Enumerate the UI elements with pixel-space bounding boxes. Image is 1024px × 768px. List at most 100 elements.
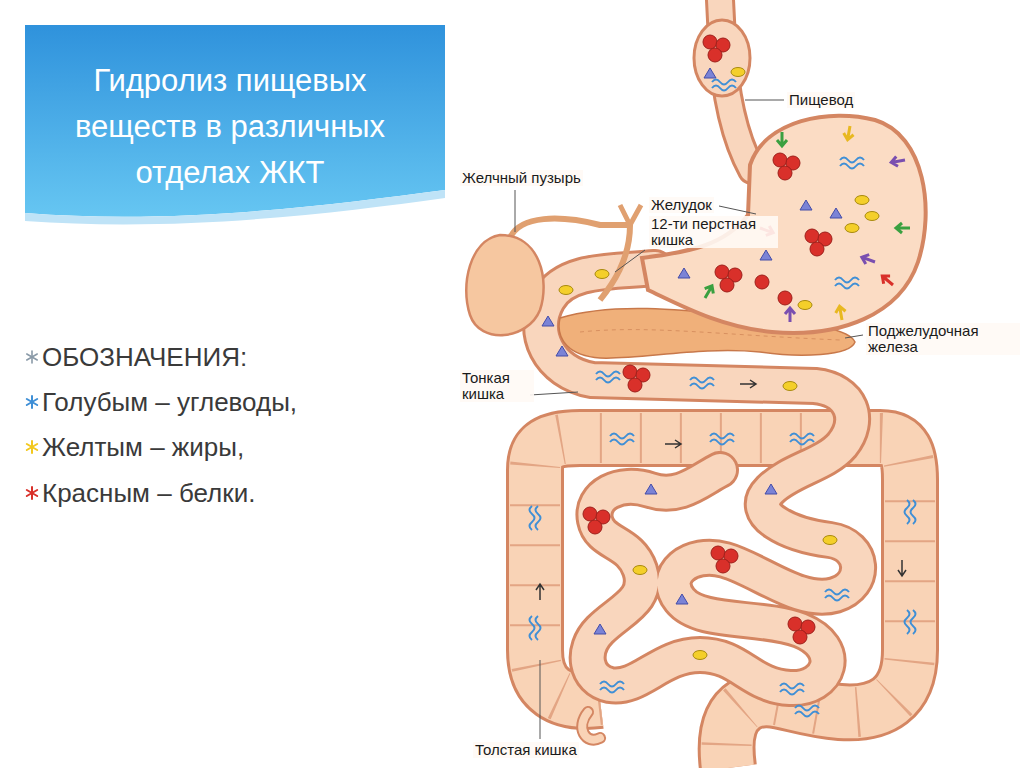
bullet-star-part	[27, 354, 37, 360]
nutrient-particles-part	[600, 682, 624, 693]
large-intestine-part	[582, 712, 600, 740]
nutrient-particles-part	[795, 706, 819, 717]
nutrient-particles-part	[830, 208, 842, 218]
nutrient-particles-part	[678, 268, 690, 278]
esophagus-part	[694, 20, 750, 96]
nutrient-particles-part	[840, 158, 864, 169]
nutrient-particles-part	[665, 440, 681, 448]
leader-lines-part	[530, 392, 578, 395]
esophagus	[694, 0, 752, 170]
nutrient-particles-part	[542, 316, 554, 326]
nutrient-particles	[530, 35, 916, 717]
leader-lines-part	[719, 206, 756, 214]
nutrient-particles-part	[704, 68, 716, 78]
nutrient-particles-part	[703, 35, 730, 62]
nutrient-particles-part	[556, 346, 568, 356]
bullet-ray	[27, 444, 37, 450]
nutrient-particles-part	[559, 286, 573, 295]
organ-label: Тонкая кишка	[460, 370, 534, 402]
stomach	[642, 116, 926, 333]
bullet-star	[27, 351, 37, 363]
nutrient-particles-part	[788, 617, 815, 644]
nutrient-particles-part	[905, 610, 916, 634]
nutrient-particles-part	[633, 566, 647, 575]
nutrient-particles-part	[898, 560, 906, 576]
bullet-ray	[27, 399, 37, 405]
nutrient-particles-part	[835, 305, 847, 321]
gallbladder-part	[600, 225, 630, 300]
nutrient-particles-part	[780, 684, 804, 695]
nutrient-particles-part	[896, 223, 910, 233]
organ-label: Пищевод	[787, 92, 855, 108]
legend-text: Желтым – жиры,	[42, 431, 244, 463]
nutrient-particles-part	[711, 546, 738, 573]
nutrient-particles-part	[845, 224, 859, 233]
leader-lines-part	[515, 190, 516, 232]
nutrient-particles-part	[785, 308, 795, 322]
legend-bullet	[25, 440, 39, 454]
nutrient-particles-part	[773, 153, 800, 180]
nutrient-particles-part	[783, 382, 797, 391]
nutrient-particles-part	[860, 253, 877, 267]
nutrient-particles-part	[778, 291, 792, 305]
nutrient-particles-part	[879, 272, 896, 289]
legend-bullet	[25, 486, 39, 500]
leader-lines-part	[615, 250, 645, 272]
bullet-ray	[27, 490, 37, 496]
organ-label: Желчный пузырь	[460, 170, 583, 186]
legend-heading: ОБОЗНАЧЕНИЯ:	[42, 341, 247, 373]
nutrient-particles-part	[843, 125, 855, 141]
nutrient-particles-part	[777, 132, 787, 146]
nutrient-particles-part	[610, 434, 634, 445]
legend-text: Голубым – углеводы,	[42, 386, 297, 418]
leader-lines-part	[745, 100, 784, 101]
nutrient-particles-part	[855, 196, 869, 205]
nutrient-particles-part	[712, 80, 736, 91]
gallbladder	[466, 205, 641, 335]
organ-label: Желудок	[649, 197, 714, 213]
leader-lines-part	[540, 660, 541, 739]
nutrient-particles-part	[715, 265, 742, 292]
stomach-part	[642, 116, 926, 333]
nutrient-particles-part	[623, 365, 650, 392]
nutrient-particles-part	[905, 500, 916, 524]
organ-label: Толстая кишка	[473, 742, 579, 758]
nutrient-particles-part	[825, 590, 849, 601]
nutrient-particles-part	[835, 278, 859, 289]
nutrient-particles-part	[865, 212, 879, 221]
nutrient-particles-part	[798, 301, 812, 310]
nutrient-particles-part	[536, 584, 544, 600]
bullet-ray	[27, 444, 37, 450]
slide-title: Гидролиз пищевых веществ в различных отд…	[45, 58, 415, 196]
nutrient-particles-part	[800, 200, 812, 210]
bullet-star-part	[27, 354, 37, 360]
large-intestine-part	[582, 712, 600, 740]
nutrient-particles-part	[595, 270, 609, 279]
bullet-ray	[27, 490, 37, 496]
title-banner-part	[25, 25, 445, 217]
nutrient-particles-part	[645, 484, 657, 494]
nutrient-particles-part	[530, 506, 541, 530]
nutrient-particles-part	[583, 507, 610, 534]
organ-label: 12-ти перстная кишка	[649, 216, 778, 248]
nutrient-particles-part	[731, 68, 745, 77]
bullet-ray	[27, 399, 37, 405]
gallbladder-part	[510, 219, 630, 238]
nutrient-particles-part	[596, 372, 620, 383]
nutrient-particles-part	[710, 434, 734, 445]
nutrient-particles-part	[701, 283, 717, 300]
nutrient-particles-part	[805, 229, 832, 256]
nutrient-particles-part	[755, 275, 769, 289]
leader-lines-part	[845, 335, 863, 338]
nutrient-particles-part	[676, 594, 688, 604]
nutrient-particles-part	[594, 624, 606, 634]
nutrient-particles-part	[760, 250, 772, 260]
nutrient-particles-part	[890, 155, 906, 167]
legend-text: Красным – белки.	[42, 477, 255, 509]
legend-bullet	[25, 395, 39, 409]
nutrient-particles-part	[823, 536, 837, 545]
nutrient-particles-part	[790, 434, 814, 445]
nutrient-particles-part	[530, 616, 541, 640]
gallbladder-part	[466, 235, 543, 335]
